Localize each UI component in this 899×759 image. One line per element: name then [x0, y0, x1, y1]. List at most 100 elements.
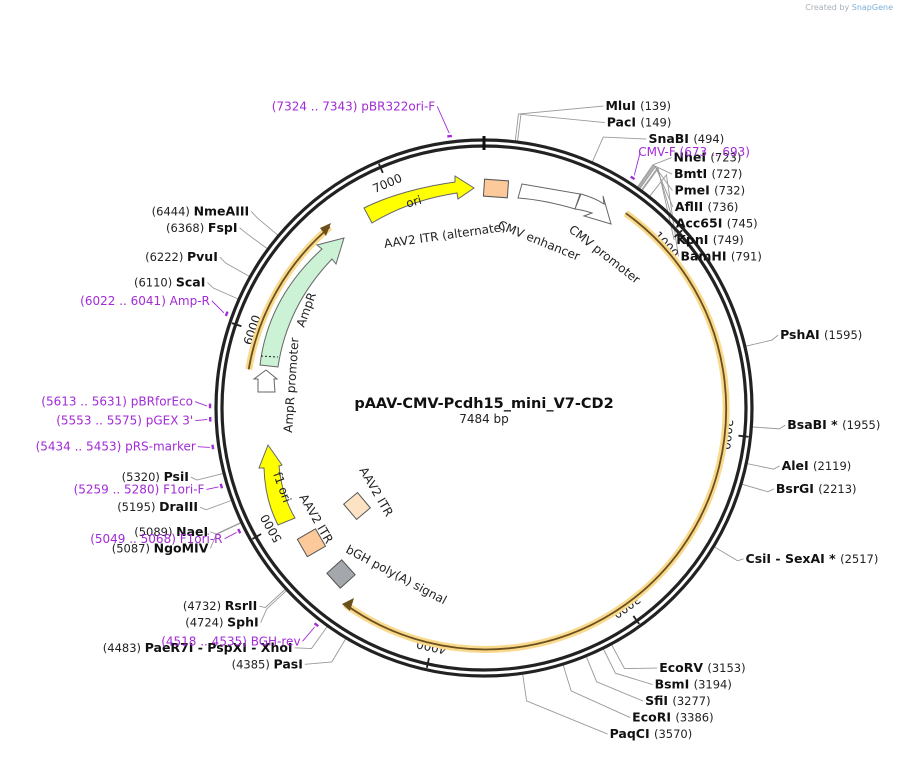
site-label-scai: (6110) ScaI [134, 274, 205, 289]
site-leader-aflii [638, 165, 674, 208]
feature-f1-ori[interactable]: f1 ori [258, 443, 296, 526]
site-name: NaeI [176, 524, 208, 539]
site-leader-scai [207, 282, 240, 300]
primer-5553-5575-pgex-3[interactable]: (5553 .. 5575) pGEX 3' [56, 414, 193, 428]
site-leader-mlui [514, 105, 604, 142]
feature-cmv-promoter[interactable]: CMV promoter [566, 193, 643, 287]
site-sphi[interactable]: (4724) SphI [185, 615, 258, 630]
site-bsabi[interactable]: BsaBI * (1955) [787, 417, 880, 432]
feature-ampr-promoter[interactable]: AmpR promoter [252, 337, 302, 433]
site-csii-sexai[interactable]: CsiI - SexAI * (2517) [746, 551, 879, 566]
site-leader-rsrii [259, 588, 287, 609]
primer-cmv-f-673-693[interactable]: CMV-F (673 .. 693) [638, 145, 750, 159]
site-leader-psii [190, 472, 225, 481]
site-leader-alei [746, 462, 780, 470]
site-ecori[interactable]: EcoRI (3386) [632, 710, 713, 725]
site-leader-paer7i-pspxi-xhoi [294, 625, 329, 650]
orf-arc-amp-arrowhead [320, 223, 331, 236]
site-pmei[interactable]: PmeI (732) [674, 183, 745, 198]
site-bsrgi[interactable]: BsrGI (2213) [776, 481, 857, 496]
site-label-draiii: (5195) DraIII [117, 499, 198, 514]
site-leader-bmti [637, 164, 673, 189]
site-paqci[interactable]: PaqCI (3570) [610, 726, 693, 741]
orf-arc-amp-core [247, 226, 331, 370]
site-leader-bsmi [602, 647, 653, 685]
primer-mark-5259-5280-f1ori-f [219, 483, 224, 489]
site-label-mlui: MluI (139) [605, 98, 671, 113]
site-ngomiv[interactable]: (5087) NgoMIV [112, 540, 209, 555]
primer-mark-6022-6041-amp-r [224, 311, 229, 317]
tick-mark-2000 [738, 434, 749, 438]
site-draiii[interactable]: (5195) DraIII [117, 499, 198, 514]
site-pasi[interactable]: (4385) PasI [232, 656, 303, 671]
site-label-snabi: SnaBI (494) [648, 131, 724, 146]
site-mlui[interactable]: MluI (139) [605, 98, 671, 113]
site-label-bsmi: BsmI (3194) [655, 677, 732, 692]
aav2-itr-light-box[interactable] [342, 491, 372, 521]
site-snabi[interactable]: SnaBI (494) [648, 131, 724, 146]
site-leader-sfii [585, 655, 644, 702]
site-pvui[interactable]: (6222) PvuI [145, 249, 218, 264]
site-position: (5087) [112, 541, 154, 555]
site-position: (139) [640, 99, 671, 113]
site-leader-paci [516, 113, 605, 143]
site-nmeaiii[interactable]: (6444) NmeAIII [152, 203, 249, 218]
site-ecorv[interactable]: EcoRV (3153) [659, 660, 745, 675]
site-label-ecori: EcoRI (3386) [632, 710, 713, 725]
aav2-itr-alternate-box[interactable] [482, 178, 510, 199]
site-leader-acc65i [640, 167, 675, 224]
site-position: (723) [710, 151, 741, 165]
site-acc65i[interactable]: Acc65I (745) [676, 216, 758, 231]
site-position: (3194) [694, 678, 732, 692]
primer-mark-5049-5068-f1ori-r [237, 528, 242, 534]
primer-5049-5068-f1ori-r[interactable]: (5049 .. 5068) F1ori-R [90, 532, 222, 546]
site-aflii[interactable]: AflII (736) [675, 199, 739, 214]
site-label-csii-sexai: CsiI - SexAI * (2517) [746, 551, 879, 566]
site-name: BsaBI * [787, 417, 842, 432]
site-name: EcoRI [632, 710, 675, 725]
site-psii[interactable]: (5320) PsiI [122, 469, 189, 484]
site-position: (4724) [185, 616, 227, 630]
feature-cmv-enhancer[interactable]: CMV enhancer [496, 183, 582, 263]
site-naei[interactable]: (5089) NaeI [134, 524, 208, 539]
restriction-sites: MluI (139) PacI (149)SnaBI (494) NheI (723… [103, 98, 881, 741]
site-bsmi[interactable]: BsmI (3194) [655, 677, 732, 692]
primer-4518-4535-bgh-rev[interactable]: (4518 .. 4535) BGH-rev [161, 634, 300, 648]
site-pshai[interactable]: PshAI (1595) [780, 327, 862, 342]
site-nhei[interactable]: NheI (723) [674, 150, 742, 165]
site-rsrii[interactable]: (4732) RsrII [183, 598, 257, 613]
site-scai[interactable]: (6110) ScaI [134, 274, 205, 289]
site-kpni[interactable]: KpnI (749) [676, 232, 743, 247]
bgh-polya-box[interactable] [326, 559, 356, 589]
tick-mark-5000 [252, 533, 262, 540]
site-paci[interactable]: PacI (149) [607, 115, 672, 130]
site-position: (6110) [134, 275, 176, 289]
primer-6022-6041-amp-r[interactable]: (6022 .. 6041) Amp-R [80, 294, 210, 308]
site-paer7i-pspxi-xhoi[interactable]: (4483) PaeR7I - PspXI - XhoI [103, 640, 293, 655]
aav2-itr-box[interactable] [296, 528, 327, 558]
snapgene-credit: Created by SnapGene [805, 3, 893, 12]
site-leader-snabi [591, 136, 647, 163]
site-label-pmei: PmeI (732) [674, 183, 745, 198]
site-fspi[interactable]: (6368) FspI [166, 220, 237, 235]
site-position: (736) [707, 200, 738, 214]
site-position: (749) [713, 233, 744, 247]
primer-5613-5631-pbrforeco[interactable]: (5613 .. 5631) pBRforEco [41, 395, 193, 409]
site-bamhi[interactable]: BamHI (791) [680, 249, 761, 264]
site-name: SfiI [645, 693, 672, 708]
plasmid-name: pAAV-CMV-Pcdh15_mini_V7-CD2 [354, 396, 613, 412]
ampr-arrow [259, 237, 345, 368]
site-leader-csii-sexai [713, 545, 744, 562]
primer-5434-5453-prs-marker[interactable]: (5434 .. 5453) pRS-marker [36, 440, 196, 454]
site-alei[interactable]: AleI (2119) [782, 458, 852, 473]
site-label-aflii: AflII (736) [675, 199, 739, 214]
primer-7324-7343-pbr322ori-f[interactable]: (7324 .. 7343) pBR322ori-F [272, 99, 436, 113]
site-sfii[interactable]: SfiI (3277) [645, 693, 711, 708]
site-leader-pshai [744, 334, 779, 347]
site-name: BmtI [674, 166, 712, 181]
ampr-dotted-divider [260, 355, 279, 358]
feature-ori[interactable]: ori [363, 175, 475, 224]
site-position: (1955) [842, 418, 880, 432]
site-bmti[interactable]: BmtI (727) [674, 166, 742, 181]
primer-5259-5280-f1ori-f[interactable]: (5259 .. 5280) F1ori-F [74, 482, 205, 496]
